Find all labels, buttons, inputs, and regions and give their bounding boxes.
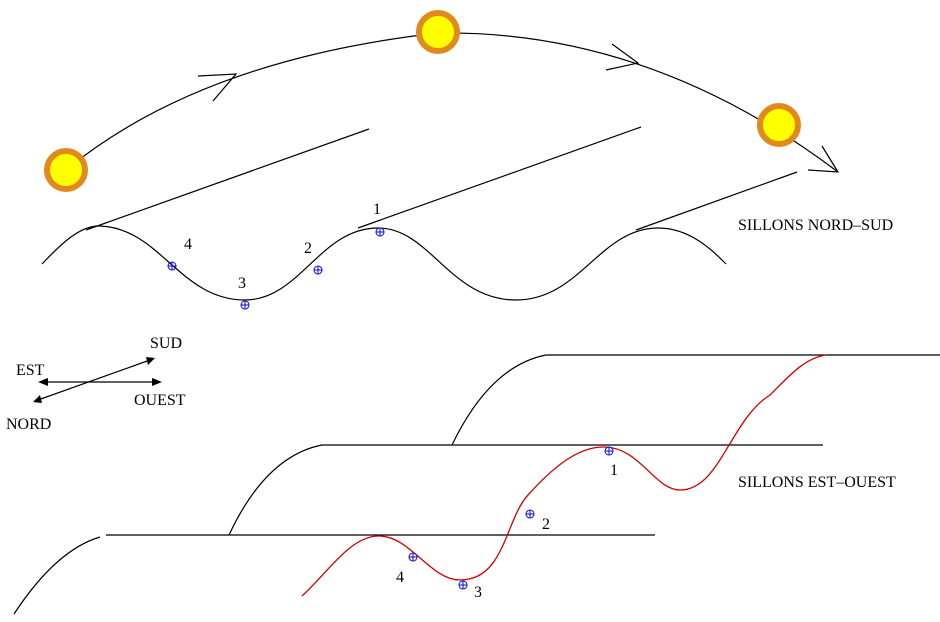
ew-marker-1 (604, 446, 614, 456)
arc-arrowhead-2 (605, 43, 640, 71)
ew-marker-3 (458, 580, 468, 590)
compass-label-nord: NORD (6, 416, 51, 433)
arc-arrowhead-3 (807, 145, 840, 173)
ns-furrow-ridge-1 (85, 128, 370, 231)
ew-title: SILLONS EST–OUEST (738, 474, 896, 491)
ew-furrow-slope-3 (451, 354, 547, 446)
ns-furrow-ridge-2 (357, 126, 642, 229)
ns-label-4: 4 (184, 236, 192, 253)
ew-marker-2 (525, 509, 535, 519)
ew-label-1: 1 (610, 462, 618, 479)
sun-icon-noon (416, 10, 460, 54)
sun-icon-morning (44, 148, 88, 192)
ew-slope-profile-curve (301, 354, 827, 597)
ns-marker-1 (375, 227, 385, 237)
arc-arrowhead-1 (197, 73, 238, 102)
ew-label-2: 2 (542, 516, 550, 533)
ns-marker-4 (167, 261, 177, 271)
ew-furrow-slope-1 (13, 536, 101, 615)
ew-marker-4 (408, 552, 418, 562)
compass-label-est: EST (16, 362, 45, 379)
compass-label-ouest: OUEST (134, 392, 186, 409)
sun-icon-evening (757, 103, 801, 147)
compass-arrowhead-ouest (152, 378, 162, 386)
sun-path-arc (65, 32, 839, 173)
ns-label-3: 3 (238, 275, 246, 292)
ns-label-2: 2 (304, 240, 312, 257)
ns-marker-2 (313, 265, 323, 275)
ns-label-1: 1 (373, 201, 381, 218)
ns-title: SILLONS NORD–SUD (738, 217, 893, 234)
ew-furrow-slope-2 (228, 444, 323, 536)
compass-ns-axis (37, 359, 151, 401)
ns-furrow-profile (41, 225, 727, 301)
compass-arrowhead-sud (146, 357, 155, 365)
ns-furrow-ridge-3 (635, 171, 798, 231)
ew-label-3: 3 (474, 584, 482, 601)
compass-arrowhead-nord (33, 395, 42, 403)
compass-arrowhead-est (38, 378, 48, 386)
ns-marker-3 (240, 300, 250, 310)
compass-label-sud: SUD (150, 335, 182, 352)
ew-label-4: 4 (396, 569, 404, 586)
